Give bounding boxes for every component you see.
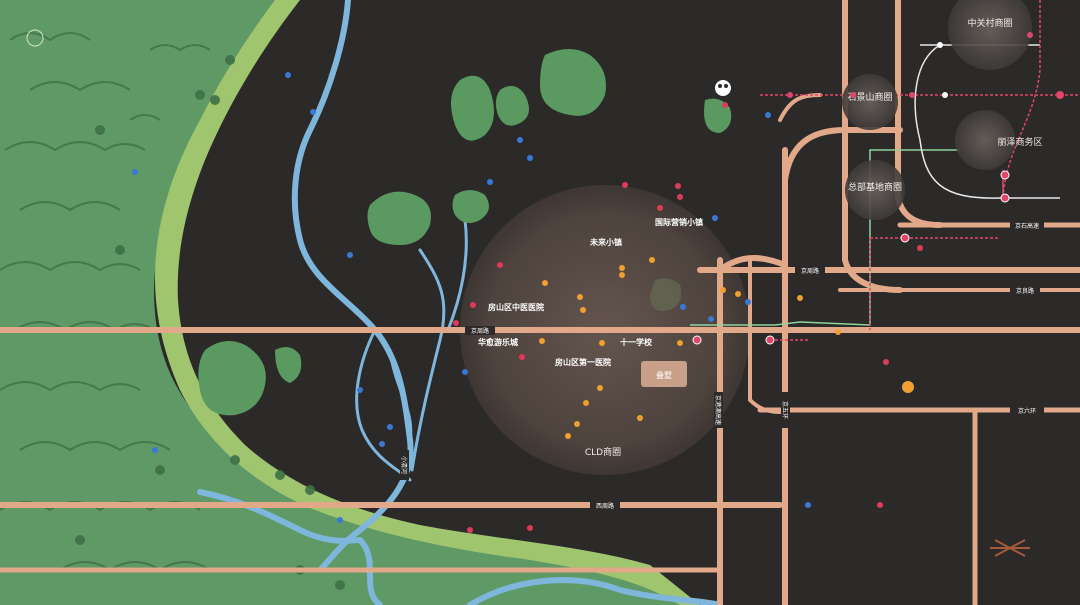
road-label-sixth-ring: 京六环 (1018, 407, 1036, 415)
poi-markers (132, 32, 1064, 533)
road-label-fifth-ring: 京五环 (781, 401, 789, 419)
poi-hdyly: 华愈游乐城 (478, 337, 518, 347)
zhongguancun-label: 中关村商圈 (967, 17, 1012, 29)
road-label-zhaochen: 京良路 (1016, 287, 1034, 295)
major-poi-labels: 未来小镇 国际营销小镇 房山区中医医院 华愈游乐城 十一学校 房山区第一医院 (478, 217, 703, 367)
project-logo[interactable]: 叠墅 (641, 361, 687, 387)
poi-fsqzyyy: 房山区中医医院 (488, 302, 544, 312)
lize-label: 丽泽商务区 (997, 136, 1042, 148)
shijingshan-label: 石景山商圈 (847, 91, 892, 103)
road-label-jingzhou: 京周路 (471, 327, 489, 335)
road-label-xizhou: 西周路 (596, 502, 614, 510)
poi-fsdyyy: 房山区第一医院 (555, 357, 611, 367)
logo-stamp-icon (26, 29, 44, 47)
cld-label: CLD商圈 (585, 446, 621, 458)
road-label-g4: 京港澳高速 (714, 395, 722, 425)
road-label-north: 京石高速 (1015, 222, 1039, 230)
road-labels: 京周路 西周路 京周路 京良路 京石高速 京六环 小清河 京港澳高速 京五环 (400, 221, 1044, 510)
poi-gjgdxz: 国际营销小镇 (655, 217, 703, 227)
zongbu-label: 总部基地商圈 (848, 181, 902, 193)
business-circles[interactable]: 中关村商圈 石景山商圈 丽泽商务区 总部基地商圈 (842, 0, 1043, 220)
road-label-river: 小清河 (400, 456, 408, 474)
project-logo-text: 叠墅 (656, 370, 672, 380)
mountain-region (0, 0, 700, 605)
park-areas (198, 49, 732, 416)
road-label-jingzhou-road: 京周路 (801, 267, 819, 275)
poi-wlxz: 未来小镇 (589, 237, 622, 247)
panda-icon (715, 80, 731, 96)
poi-sydyx: 十一学校 (620, 337, 653, 347)
river (197, 0, 723, 605)
compass-icon (990, 539, 1030, 557)
